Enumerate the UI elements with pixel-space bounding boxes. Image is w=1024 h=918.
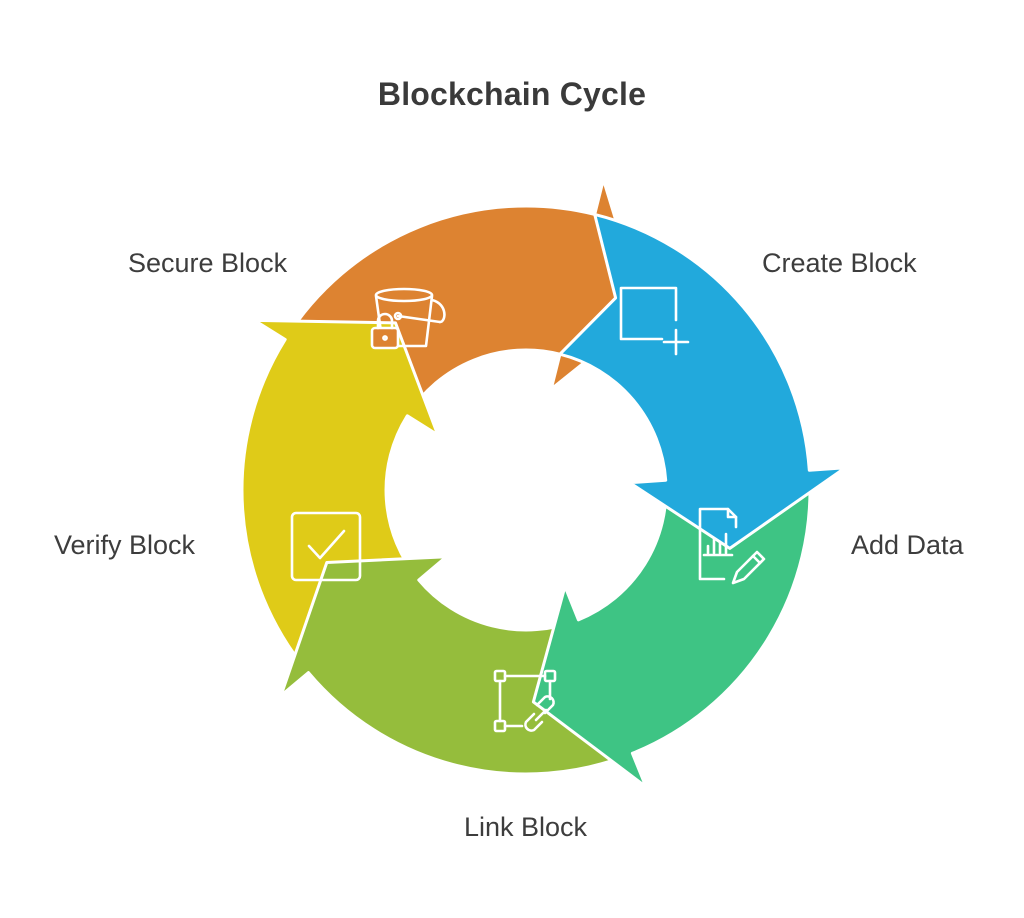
vector-link-icon [493, 669, 557, 733]
cycle-segments [240, 178, 847, 789]
document-chart-edit-icon [698, 507, 766, 585]
checkbox-icon [290, 511, 362, 582]
bucket-lock-icon [370, 287, 446, 350]
square-plus-icon [619, 286, 690, 356]
step-label-secure-block: Secure Block [128, 248, 288, 278]
step-label-add-data: Add Data [851, 530, 964, 560]
segment-create-block [558, 212, 847, 550]
segment-link-block [279, 555, 634, 776]
step-label-create-block: Create Block [762, 248, 917, 278]
segment-add-data [531, 468, 812, 789]
diagram-title: Blockchain Cycle [377, 76, 647, 112]
step-label-verify-block: Verify Block [54, 530, 196, 560]
step-label-link-block: Link Block [464, 812, 588, 842]
